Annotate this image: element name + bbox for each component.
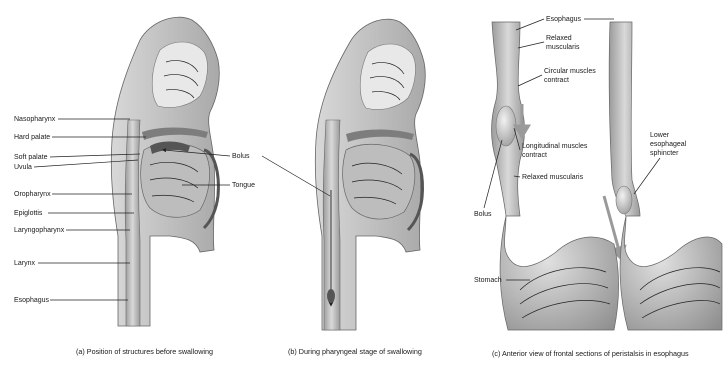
label-relaxed-muscularis: Relaxed muscularis xyxy=(522,174,584,181)
caption-c: (c) Anterior view of frontal sections of… xyxy=(492,349,689,358)
bolus-right xyxy=(616,186,632,214)
label-esophagus-c: Esophagus xyxy=(546,16,582,23)
caption-b: (b) During pharyngeal stage of swallowin… xyxy=(288,347,422,356)
leader-circular xyxy=(518,75,542,86)
stomach-right xyxy=(620,216,722,330)
label-relaxed-1: Relaxed xyxy=(546,35,572,42)
panel-b-illustration xyxy=(262,19,425,330)
label-uvula: Uvula xyxy=(14,164,32,171)
tongue-shape xyxy=(141,143,210,217)
label-hard-palate: Hard palate xyxy=(14,134,50,141)
label-longitudinal-1: Longitudinal muscles xyxy=(522,143,588,150)
label-laryngopharynx: Laryngopharynx xyxy=(14,227,65,234)
label-bolus-a: Bolus xyxy=(232,153,250,160)
label-longitudinal-2: contract xyxy=(522,152,547,159)
panel-a-illustration xyxy=(111,17,219,326)
label-soft-palate: Soft palate xyxy=(14,154,48,161)
caption-a: (a) Position of structures before swallo… xyxy=(76,347,213,356)
label-larynx: Larynx xyxy=(14,260,36,267)
label-circular-1: Circular muscles xyxy=(544,68,596,75)
pharynx-esophagus xyxy=(125,120,140,326)
label-stomach: Stomach xyxy=(474,277,502,284)
label-lower-3: sphincter xyxy=(650,150,679,157)
label-epiglottis: Epiglottis xyxy=(14,210,43,217)
bolus-b xyxy=(327,289,335,303)
label-lower-1: Lower xyxy=(650,132,670,139)
label-lower-2: esophageal xyxy=(650,141,687,148)
label-tongue: Tongue xyxy=(232,182,255,189)
label-bolus-c: Bolus xyxy=(474,211,492,218)
bolus-c xyxy=(496,106,516,146)
stomach-left xyxy=(500,216,618,330)
leader-relaxed xyxy=(518,42,544,48)
label-relaxed-2: muscularis xyxy=(546,44,580,51)
leader-lower-sphincter xyxy=(634,158,660,194)
label-oropharynx: Oropharynx xyxy=(14,191,51,198)
label-esophagus-a: Esophagus xyxy=(14,297,50,304)
label-nasopharynx: Nasopharynx xyxy=(14,116,56,123)
label-circular-2: contract xyxy=(544,77,569,84)
